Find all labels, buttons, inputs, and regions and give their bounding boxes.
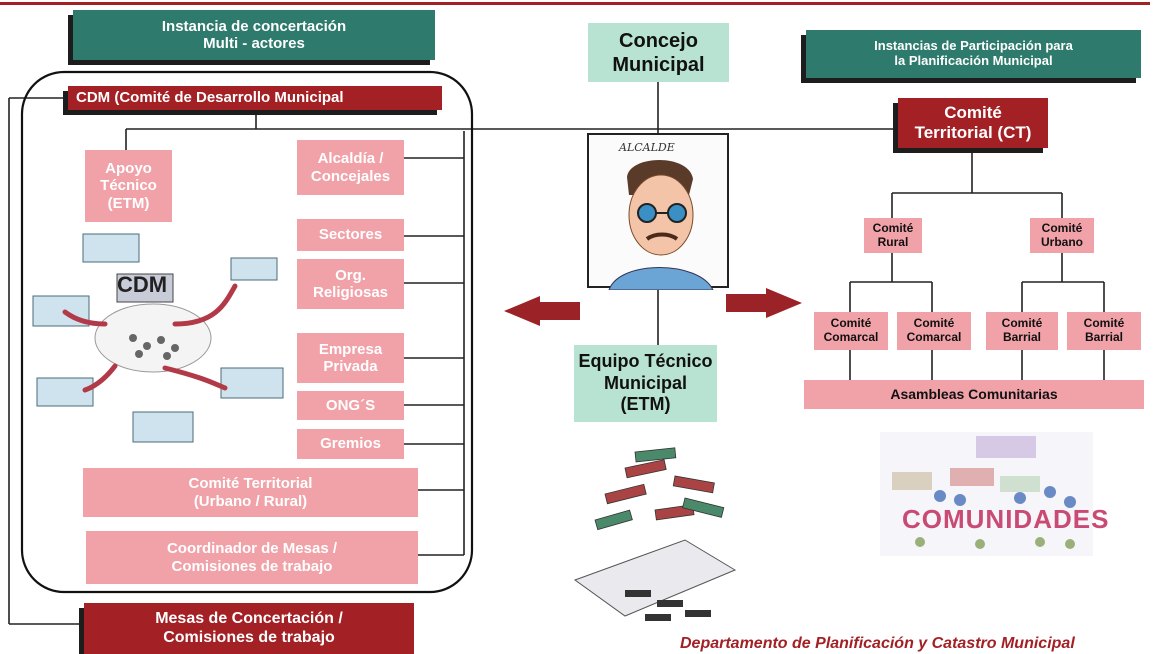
right-arrow <box>726 288 802 318</box>
multi-actor-header: Instancia de concertación Multi - actore… <box>73 10 435 60</box>
coordinador-mesas-box: Coordinador de Mesas / Comisiones de tra… <box>86 531 418 584</box>
comite-barrial-1-box: Comité Barrial <box>986 312 1058 350</box>
gremios-box: Gremios <box>297 429 404 459</box>
etm-box: Equipo Técnico Municipal (ETM) <box>574 345 717 422</box>
cdm-illustration: CDM <box>25 228 295 460</box>
footer-credit: Departamento de Planificación y Catastro… <box>680 635 1075 652</box>
empresa-privada-box: Empresa Privada <box>297 333 404 383</box>
asambleas-comunitarias-box: Asambleas Comunitarias <box>804 380 1144 409</box>
comite-comarcal-1-box: Comité Comarcal <box>814 312 888 350</box>
comite-comarcal-2-box: Comité Comarcal <box>897 312 971 350</box>
comite-urbano-box: Comité Urbano <box>1030 218 1094 253</box>
comunidades-illustration: COMUNIDADES <box>880 432 1108 556</box>
comite-territorial-urbano-rural-box: Comité Territorial (Urbano / Rural) <box>83 468 418 517</box>
comite-rural-box: Comité Rural <box>864 218 922 253</box>
mesas-concertacion-box: Mesas de Concertación / Comisiones de tr… <box>84 603 414 654</box>
alcalde-illustration: ALCALDE <box>587 133 729 290</box>
concejo-municipal-box: Concejo Municipal <box>588 23 729 82</box>
etm-illustration <box>565 440 755 625</box>
left-arrow <box>504 296 580 326</box>
comunidades-label: COMUNIDADES <box>902 504 1110 534</box>
ong-box: ONG´S <box>297 391 404 420</box>
participation-header: Instancias de Participación para la Plan… <box>806 30 1141 78</box>
org-religiosas-box: Org. Religiosas <box>297 259 404 309</box>
comite-barrial-2-box: Comité Barrial <box>1067 312 1141 350</box>
cdm-illustration-label: CDM <box>117 272 168 297</box>
alcaldia-concejales-box: Alcaldía / Concejales <box>297 140 404 195</box>
cdm-title: CDM (Comité de Desarrollo Municipal <box>68 86 442 110</box>
comite-territorial-ct: Comité Territorial (CT) <box>898 98 1048 148</box>
alcalde-caption: ALCALDE <box>619 141 675 154</box>
top-rule <box>0 2 1150 5</box>
sectores-box: Sectores <box>297 219 404 251</box>
cdm-container <box>20 70 474 594</box>
apoyo-tecnico-box: Apoyo Técnico (ETM) <box>85 150 172 222</box>
